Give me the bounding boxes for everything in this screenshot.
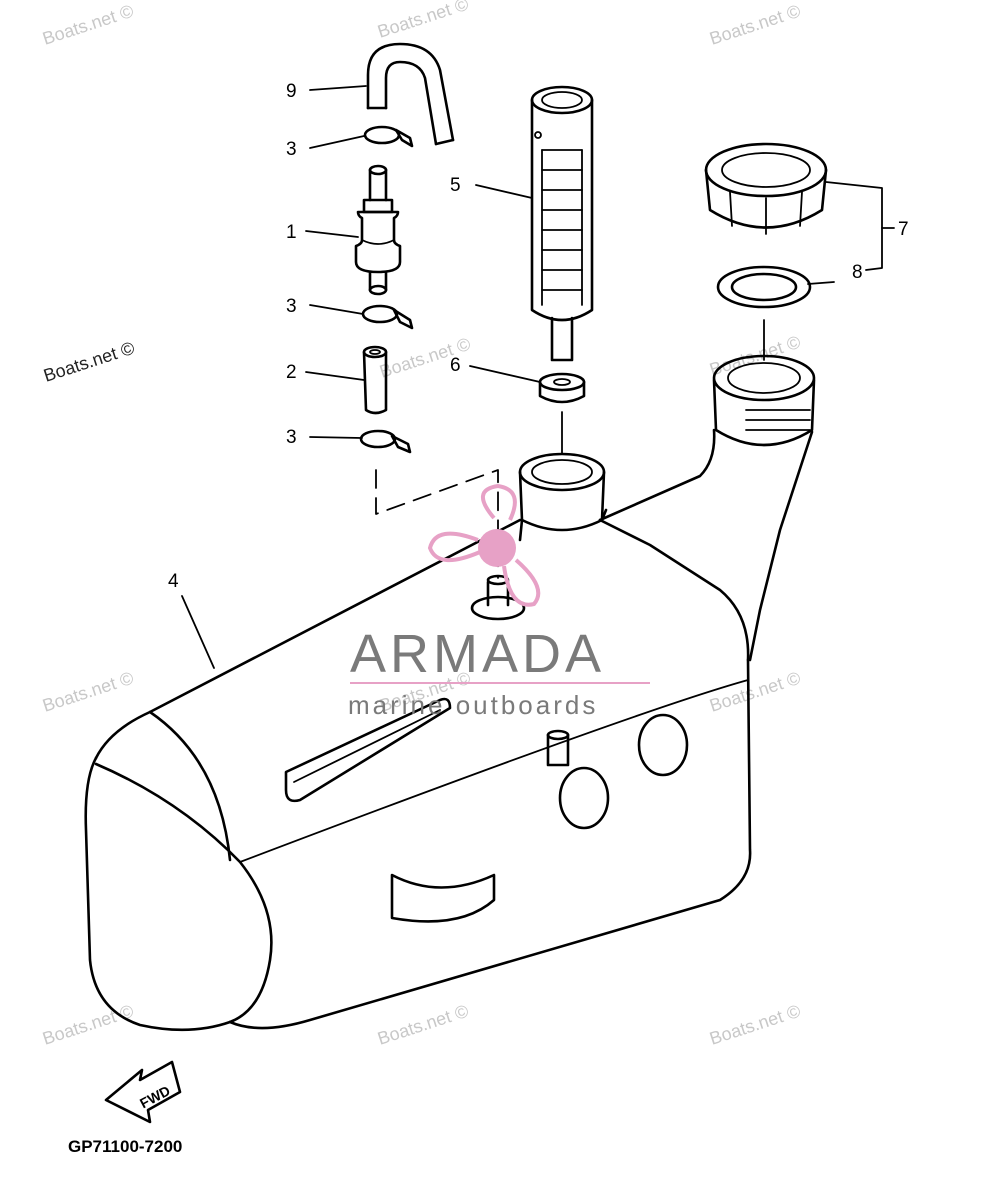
diagram-code: GP71100-7200 [68,1137,182,1156]
watermark: Boats.net © [375,1001,471,1049]
propeller-icon [427,483,541,607]
part-5-strainer [530,85,594,362]
watermark: Boats.net © [41,338,137,386]
watermark: Boats.net © [40,668,136,716]
callout-7: 7 [898,219,909,240]
watermark: Boats.net © [375,0,471,42]
clamp-bottom [359,429,412,454]
callout-3-bottom: 3 [286,427,297,448]
routing-line [375,469,499,579]
fwd-arrow-icon: FWD [104,1060,182,1124]
callout-9: 9 [286,81,297,102]
watermarks: Boats.net © Boats.net © Boats.net © Boat… [40,0,803,1049]
callout-4: 4 [168,571,179,592]
part-7-cap [704,142,828,235]
part-1-fuel-filter [354,164,402,296]
watermark: Boats.net © [707,1,803,49]
watermark: Boats.net © [707,668,803,716]
watermark: Boats.net © [707,1001,803,1049]
part-9-hose [366,42,455,146]
logo-tagline: marine outboards [348,690,598,720]
part-6-grommet [538,372,586,404]
callout-3-middle: 3 [286,296,297,317]
callout-3-top: 3 [286,139,297,160]
part-4-fuel-tank [84,354,816,1032]
armada-logo: ARMADA marine outboards [348,483,650,720]
callout-2: 2 [286,362,297,383]
watermark: Boats.net © [40,1,136,49]
clamp-top [363,125,414,148]
part-8-gasket [716,265,812,309]
watermark: Boats.net © [40,1001,136,1049]
callout-8: 8 [852,262,863,283]
logo-divider [350,682,650,684]
callout-5: 5 [450,175,461,196]
clamp-middle [361,304,414,330]
part-2-tube [362,345,388,415]
callout-1: 1 [286,222,297,243]
callout-numbers: 9 3 1 3 2 3 5 6 7 8 4 [168,81,909,592]
callout-6: 6 [450,355,461,376]
logo-name: ARMADA [350,624,605,684]
leader-lines [181,85,895,669]
